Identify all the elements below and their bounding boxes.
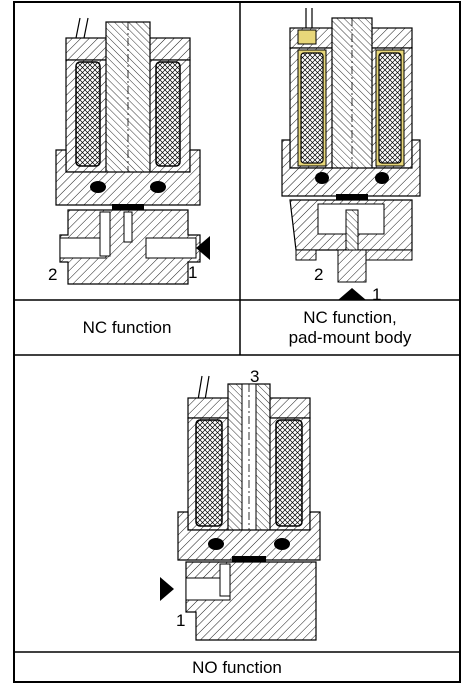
no-valve-drawing: [160, 375, 321, 641]
caption-nc-function: NC function: [14, 301, 240, 355]
no-port-1-label: 1: [176, 611, 185, 630]
caption-no-function-text: NO function: [192, 657, 282, 677]
no-port-3-label: 3: [250, 367, 259, 386]
nc-port-1-label: 1: [188, 263, 197, 282]
nc-port-2-label: 2: [48, 265, 57, 284]
caption-nc-pad-mount-line-1: NC function,: [303, 308, 397, 327]
nc-pad-mount-valve-drawing: [281, 8, 421, 300]
caption-no-function: NO function: [14, 653, 460, 682]
caption-nc-function-text: NC function: [82, 318, 172, 337]
pad-port-2-label: 2: [314, 265, 323, 284]
caption-nc-pad-mount: NC function, pad-mount body: [240, 301, 460, 355]
pad-port-1-label: 1: [372, 285, 381, 304]
caption-nc-pad-mount-line-2: pad-mount body: [288, 328, 412, 347]
table-border: [13, 1, 461, 683]
nc-valve-drawing: [55, 17, 210, 285]
